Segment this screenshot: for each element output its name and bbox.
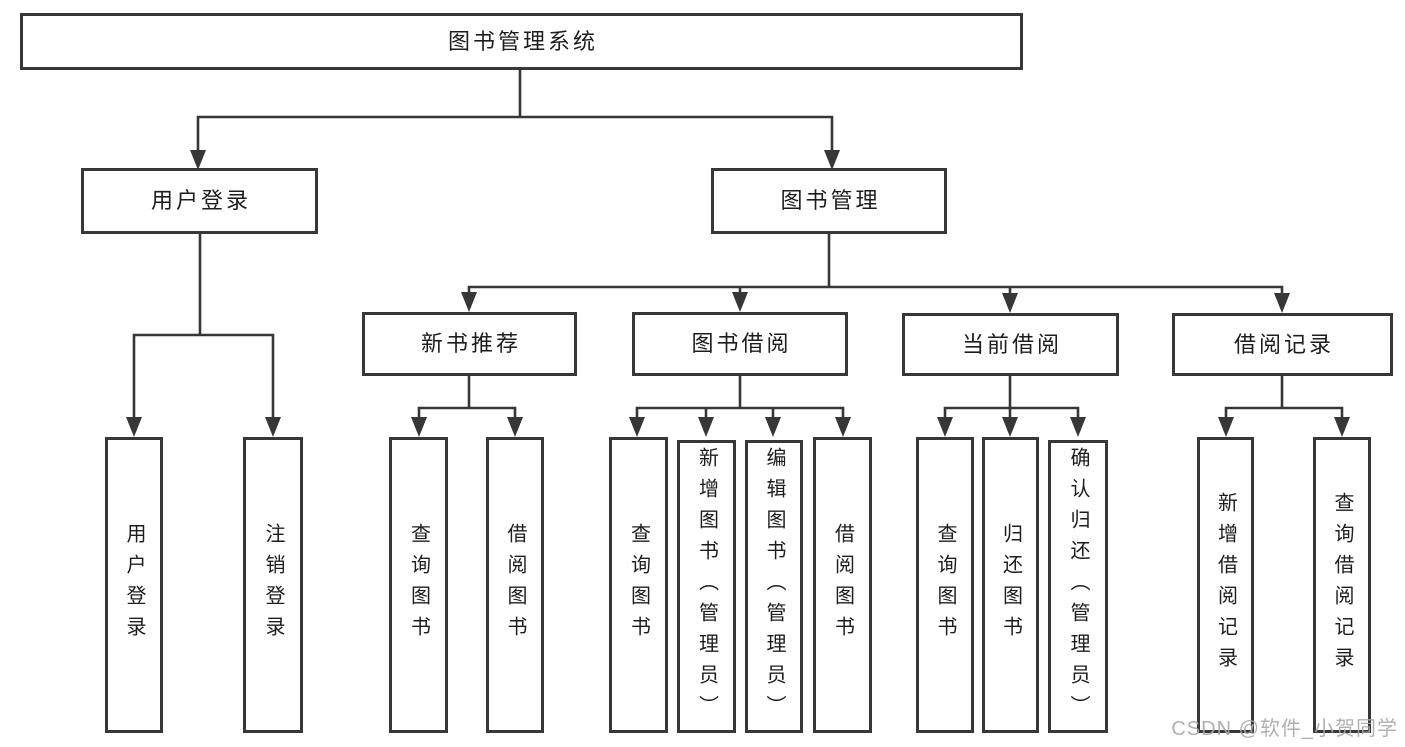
connector-root-branches <box>196 70 834 158</box>
node-book-borrowing: 图书借阅 <box>632 312 848 376</box>
arrowhead-icon <box>1002 417 1018 437</box>
node-borrowing-records: 借阅记录 <box>1172 313 1393 376</box>
node-label: 用户登录 <box>123 523 145 647</box>
node-leaf-query-books-3: 查询图书 <box>916 437 974 733</box>
node-leaf-confirm-return-admin: 确认归还（管理员） <box>1048 440 1108 733</box>
node-label: 新增图书（管理员） <box>695 447 718 726</box>
node-leaf-logout: 注销登录 <box>243 437 303 733</box>
node-leaf-borrow-books-2: 借阅图书 <box>813 437 872 733</box>
node-user-login: 用户登录 <box>81 168 318 234</box>
node-leaf-user-login: 用户登录 <box>105 437 163 733</box>
arrowhead-icon <box>732 292 748 312</box>
arrowhead-icon <box>1070 417 1086 437</box>
connector-book-management-branches <box>467 234 1284 300</box>
node-leaf-query-borrow-record: 查询借阅记录 <box>1313 437 1371 733</box>
arrowhead-icon <box>190 150 206 170</box>
arrowhead-icon <box>824 150 840 170</box>
node-label: 图书管理系统 <box>447 28 598 54</box>
node-label: 借阅图书 <box>831 523 854 647</box>
node-label: 用户登录 <box>150 188 251 213</box>
arrowhead-icon <box>937 417 953 437</box>
connector-book-borrowing-branches <box>635 376 845 424</box>
node-new-book-recommend: 新书推荐 <box>362 312 577 376</box>
node-leaf-return-books: 归还图书 <box>982 437 1039 733</box>
node-leaf-query-books-1: 查询图书 <box>389 437 448 733</box>
connector-user-login-branches <box>132 234 275 424</box>
arrowhead-icon <box>629 417 645 437</box>
arrowhead-icon <box>835 417 851 437</box>
node-leaf-edit-books-admin: 编辑图书（管理员） <box>745 440 803 733</box>
node-label: 图书管理 <box>780 188 881 213</box>
node-leaf-add-borrow-record: 新增借阅记录 <box>1197 437 1254 733</box>
node-label: 查询图书 <box>407 523 430 647</box>
node-book-management: 图书管理 <box>711 168 947 234</box>
arrowhead-icon <box>1002 293 1018 313</box>
arrowhead-icon <box>1334 417 1350 437</box>
node-label: 当前借阅 <box>961 331 1062 357</box>
node-current-borrowing: 当前借阅 <box>902 313 1119 376</box>
arrowhead-icon <box>507 417 523 437</box>
arrowhead-icon <box>698 417 714 437</box>
node-label: 借阅记录 <box>1233 331 1334 357</box>
node-label: 图书借阅 <box>691 331 792 356</box>
node-label: 查询借阅记录 <box>1331 492 1353 678</box>
arrowhead-icon <box>1274 293 1290 313</box>
node-leaf-add-books-admin: 新增图书（管理员） <box>677 440 736 733</box>
arrowhead-icon <box>461 292 477 312</box>
node-label: 新书推荐 <box>420 331 521 356</box>
node-label: 新增借阅记录 <box>1214 492 1237 678</box>
arrowhead-icon <box>765 417 781 437</box>
node-label: 确认归还（管理员） <box>1067 447 1089 726</box>
node-leaf-borrow-books-1: 借阅图书 <box>486 437 544 733</box>
node-leaf-query-books-2: 查询图书 <box>609 437 668 733</box>
node-label: 查询图书 <box>627 523 650 647</box>
connector-current-borrowing-branches <box>943 376 1080 424</box>
arrowhead-icon <box>1218 417 1234 437</box>
node-label: 编辑图书（管理员） <box>763 447 785 726</box>
arrowhead-icon <box>126 417 142 437</box>
arrowheads <box>126 150 1350 437</box>
connector-borrowing-records-branches <box>1224 376 1344 424</box>
node-root: 图书管理系统 <box>20 13 1023 70</box>
node-label: 借阅图书 <box>504 523 526 647</box>
arrowhead-icon <box>411 417 427 437</box>
arrowhead-icon <box>265 417 281 437</box>
node-label: 查询图书 <box>934 523 956 647</box>
node-label: 归还图书 <box>999 523 1022 647</box>
node-label: 注销登录 <box>262 523 284 647</box>
connector-new-book-branches <box>417 376 517 424</box>
